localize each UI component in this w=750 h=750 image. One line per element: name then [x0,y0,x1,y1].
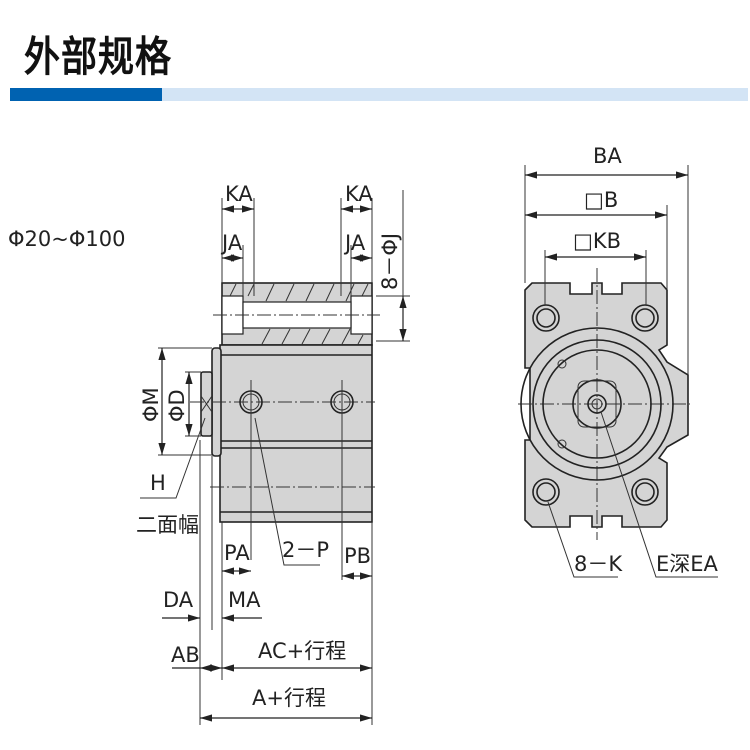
ja-left-label: JA [220,231,243,255]
ja-right-label: JA [343,231,366,255]
h-label: H [150,471,166,495]
section-title: 外部规格 [24,34,173,82]
ka-right-label: KA [345,182,373,206]
b-label: □B [584,188,618,212]
cylinder-body [219,344,373,523]
thread-label: E深EA [656,552,719,576]
kb-label: □KB [573,229,621,253]
bore-outer-ring [520,327,674,481]
title-underline-accent [10,88,162,101]
size-range-label: Φ20~Φ100 [8,227,125,251]
mount-hole-top-right [631,304,659,332]
ba-label: BA [593,144,622,168]
ma-label: MA [228,588,261,612]
da-label: DA [163,588,194,612]
pa-label: PA [224,541,250,565]
end-view: BA □B □KB 8－K E深EA [518,144,719,578]
title-underline-track [162,88,748,101]
width-across-flats-label: 二面幅 [136,513,199,537]
ab-label: AB [171,643,200,667]
ports-label: 2－P [282,538,329,562]
side-view: KA KA JA JA 8－ΦJ ΦM ΦD H 二面幅 2－P PA PB [136,182,410,725]
mount-hole-top-left [532,304,560,332]
mount-hole-bottom-right [631,478,659,506]
pb-label: PB [344,544,371,568]
ka-left-label: KA [225,182,253,206]
a-stroke-label: A+行程 [252,686,326,710]
rod-end [572,379,622,429]
phi-m-label: ΦM [139,387,163,422]
k-holes-label: 8－K [574,552,623,576]
mount-hole-bottom-left [532,478,560,506]
ac-stroke-label: AC+行程 [258,639,346,663]
phi-d-label: ΦD [165,389,189,422]
mount-holes-label: 8－ΦJ [378,233,402,290]
